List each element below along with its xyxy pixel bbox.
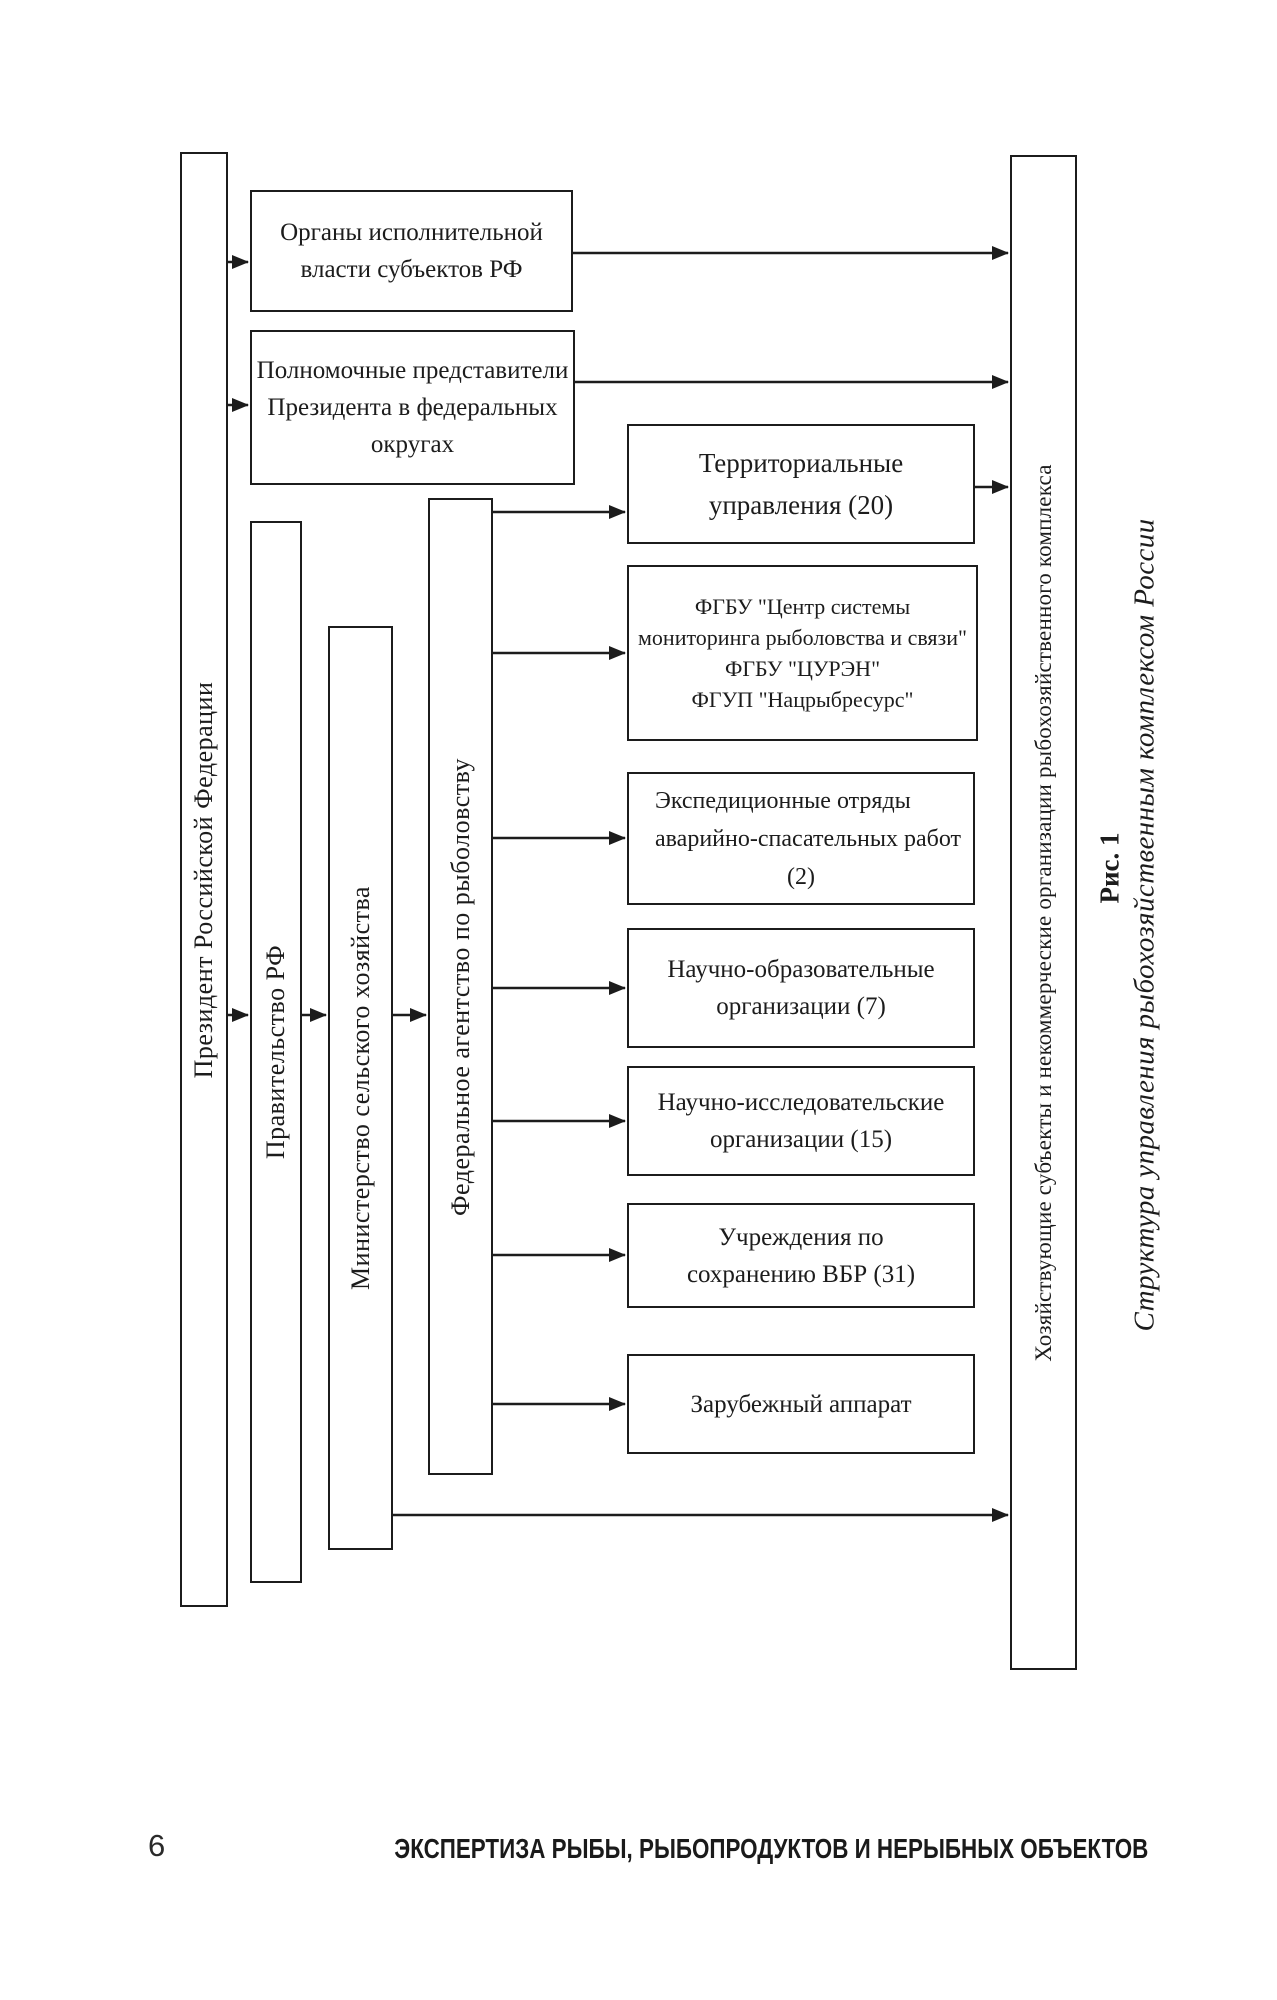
node-ministry-label: Министерство сельского хозяйства	[345, 886, 375, 1290]
page-number: 6	[148, 1828, 166, 1863]
node-conservation: Учреждения по сохранению ВБР (31)	[627, 1203, 975, 1308]
node-expedition-line: аварийно-спасательных работ	[655, 825, 962, 852]
node-foreign-line: Зарубежный аппарат	[690, 1390, 912, 1418]
node-research-line: Научно-исследовательские	[657, 1089, 945, 1116]
node-government-label: Правительство РФ	[261, 944, 290, 1160]
node-territorial-line: управления (20)	[708, 490, 894, 520]
node-government: Правительство РФ	[250, 521, 302, 1583]
node-research: Научно-исследовательские организации (15…	[627, 1066, 975, 1176]
node-plenipotentiary-line: округах	[370, 431, 455, 458]
node-executive-bodies: Органы исполнительной власти субъектов Р…	[250, 190, 573, 312]
running-title: ЭКСПЕРТИЗА РЫБЫ, РЫБОПРОДУКТОВ И НЕРЫБНЫ…	[393, 1833, 1149, 1864]
node-monitoring-line: ФГБУ "Центр системы	[694, 594, 911, 619]
figure-caption-title: Структура управления рыбохозяйственным к…	[1128, 518, 1161, 1332]
node-agency-label: Федеральное агентство по рыболовству	[445, 757, 475, 1216]
node-executive-bodies-line: Органы исполнительной	[280, 219, 543, 246]
node-education-line: Научно-образовательные	[667, 956, 935, 983]
node-entities-label: Хозяйствующие субъекты и некоммерческие …	[1030, 463, 1056, 1362]
node-monitoring: ФГБУ "Центр системы мониторинга рыболовс…	[627, 565, 978, 741]
node-education-line: организации (7)	[716, 993, 886, 1020]
figure-caption-label: Рис. 1	[1094, 832, 1125, 904]
node-expedition-line: Экспедиционные отряды	[655, 787, 911, 814]
node-monitoring-line: ФГБУ "ЦУРЭН"	[724, 656, 881, 681]
node-monitoring-line: мониторинга рыболовства и связи"	[638, 625, 967, 650]
running-title-wrap: ЭКСПЕРТИЗА РЫБЫ, РЫБОПРОДУКТОВ И НЕРЫБНЫ…	[271, 1833, 1271, 1865]
node-president: Президент Российской Федерации	[180, 152, 228, 1607]
node-expedition-line: (2)	[787, 863, 815, 890]
node-monitoring-line: ФГУП "Нацрыбресурс"	[691, 687, 914, 712]
node-territorial: Территориальные управления (20)	[627, 424, 975, 544]
node-expedition: Экспедиционные отряды аварийно-спасатель…	[627, 772, 975, 905]
node-territorial-line: Территориальные	[698, 448, 904, 478]
node-plenipotentiary-line: Полномочные представители	[256, 357, 569, 384]
node-conservation-line: сохранению ВБР (31)	[686, 1260, 916, 1288]
node-foreign: Зарубежный аппарат	[627, 1354, 975, 1454]
node-education: Научно-образовательные организации (7)	[627, 928, 975, 1048]
node-research-line: организации (15)	[709, 1126, 893, 1153]
node-entities: Хозяйствующие субъекты и некоммерческие …	[1010, 155, 1077, 1670]
node-executive-bodies-line: власти субъектов РФ	[300, 256, 523, 283]
node-conservation-line: Учреждения по	[718, 1223, 884, 1251]
node-plenipotentiary: Полномочные представители Президента в ф…	[250, 330, 575, 485]
node-ministry: Министерство сельского хозяйства	[328, 626, 393, 1550]
node-plenipotentiary-line: Президента в федеральных	[267, 394, 558, 421]
node-agency: Федеральное агентство по рыболовству	[428, 498, 493, 1475]
node-president-label: Президент Российской Федерации	[189, 681, 218, 1078]
